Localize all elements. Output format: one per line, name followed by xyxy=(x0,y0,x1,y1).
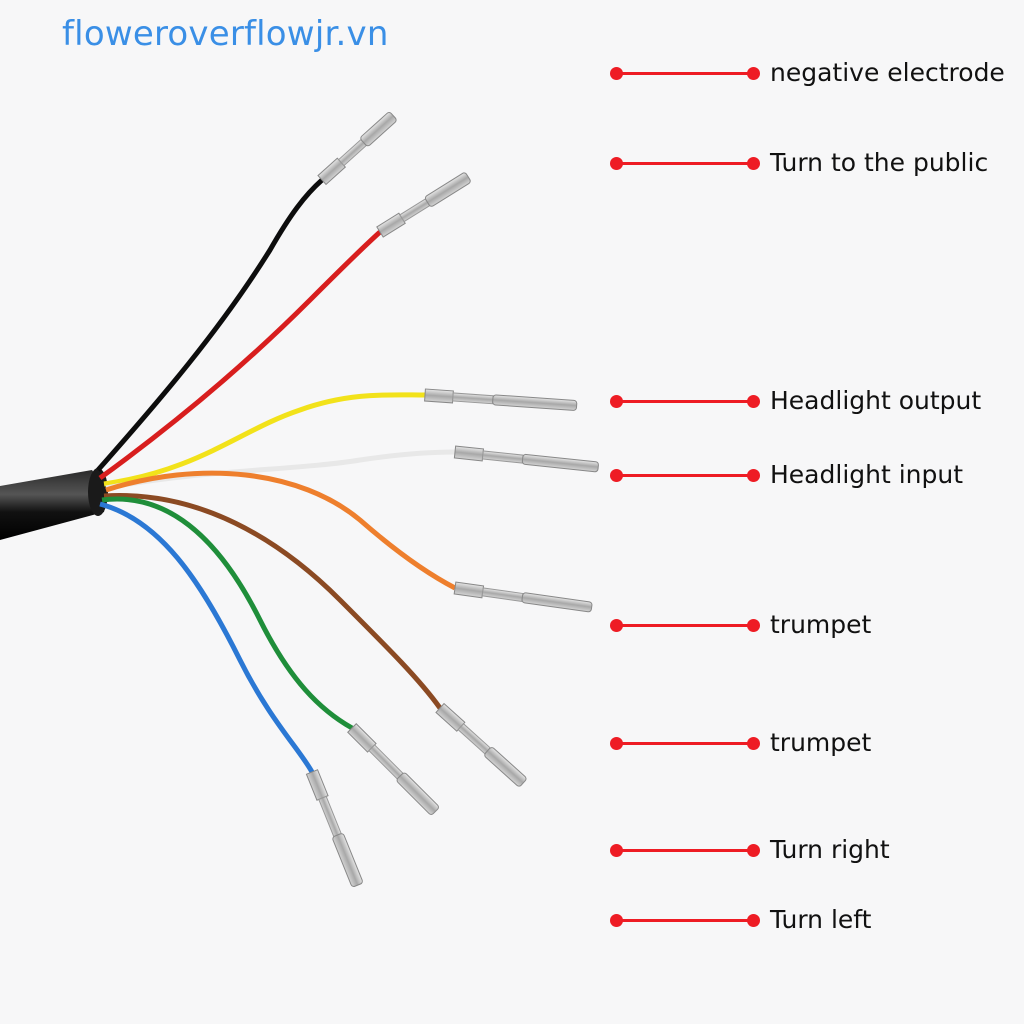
cable-jacket xyxy=(0,470,105,540)
legend-label: trumpet xyxy=(770,610,872,639)
pointer-line xyxy=(615,474,755,477)
terminal-green xyxy=(347,723,439,815)
wire-black xyxy=(96,178,324,472)
legend-label: Headlight output xyxy=(770,386,982,415)
legend-label: Turn right xyxy=(770,835,890,864)
bullet-dot-icon xyxy=(747,469,760,482)
terminal-red xyxy=(376,172,471,238)
legend-label: trumpet xyxy=(770,728,872,757)
terminal-black xyxy=(317,112,397,186)
bullet-dot-icon xyxy=(747,67,760,80)
legend-row: negative electrode xyxy=(610,58,1020,88)
legend-row: Turn left xyxy=(610,905,1020,935)
bullet-dot-icon xyxy=(747,619,760,632)
legend-row: trumpet xyxy=(610,610,1020,640)
wire-red xyxy=(98,230,382,481)
legend-label: Turn left xyxy=(770,905,872,934)
watermark: floweroverflowjr.vn xyxy=(62,14,389,54)
terminal-brown xyxy=(435,702,527,787)
legend-label: Turn to the public xyxy=(770,148,989,177)
terminal-yellow xyxy=(424,388,578,411)
pointer-line xyxy=(615,624,755,627)
wire-green xyxy=(101,496,354,731)
legend-row: trumpet xyxy=(610,728,1020,758)
legend-row: Headlight output xyxy=(610,386,1020,416)
terminal-blue xyxy=(305,769,363,887)
wire-brown xyxy=(103,493,443,710)
bullet-dot-icon xyxy=(747,157,760,170)
pointer-line xyxy=(615,742,755,745)
legend-row: Turn right xyxy=(610,835,1020,865)
legend-label: Headlight input xyxy=(770,460,964,489)
legend-row: Turn to the public xyxy=(610,148,1020,178)
pointer-line xyxy=(615,849,755,852)
terminal-orange xyxy=(453,581,593,613)
wire-blue xyxy=(99,501,315,774)
terminal-white xyxy=(453,445,599,473)
wire-orange xyxy=(105,470,457,591)
bullet-dot-icon xyxy=(747,395,760,408)
bullet-dot-icon xyxy=(747,737,760,750)
pointer-line xyxy=(615,400,755,403)
pointer-line xyxy=(615,919,755,922)
bullet-dot-icon xyxy=(747,844,760,857)
bullet-dot-icon xyxy=(747,914,760,927)
wire-yellow xyxy=(103,392,426,487)
legend-label: negative electrode xyxy=(770,58,1005,87)
pointer-line xyxy=(615,72,755,75)
wire-white xyxy=(105,449,456,491)
legend-row: Headlight input xyxy=(610,460,1020,490)
pointer-line xyxy=(615,162,755,165)
